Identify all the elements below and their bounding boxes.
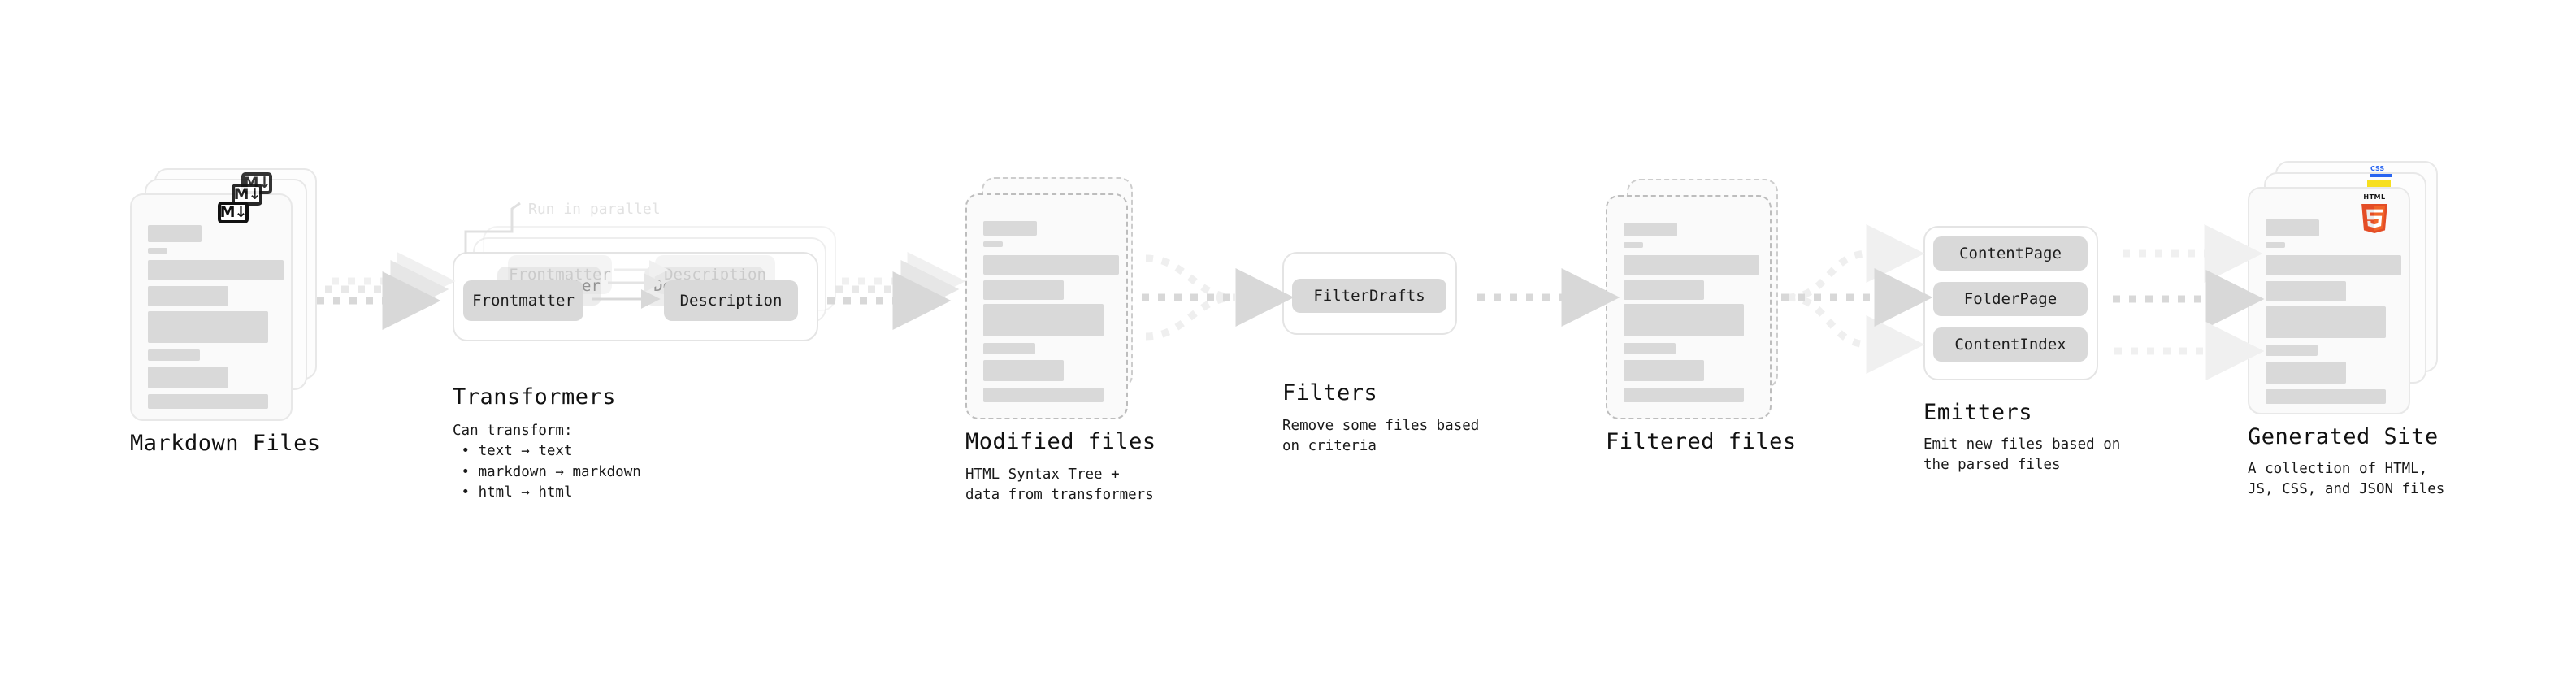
transformer-chip-frontmatter[interactable]: Frontmatter: [463, 280, 583, 321]
connector-md-to-transformers: [317, 252, 456, 330]
stage-title-filters: Filters: [1282, 380, 1378, 406]
skeleton-line: [2266, 362, 2346, 384]
skeleton-line: [983, 304, 1104, 336]
stage-title-generated-site: Generated Site: [2248, 424, 2439, 449]
stage-title-filtered-files: Filtered files: [1606, 429, 1797, 454]
html5-logo-icon: HTML: [2360, 193, 2389, 233]
skeleton-line: [148, 349, 200, 361]
skeleton-line: [148, 225, 202, 242]
filtered-card-front: [1606, 195, 1772, 419]
skeleton-line: [983, 280, 1064, 300]
skeleton-line: [1624, 223, 1677, 236]
skeleton-line: [148, 394, 268, 409]
skeleton-line: [1624, 242, 1643, 248]
connector-modified-to-filters: [1142, 254, 1295, 340]
stage-subtitle-modified-files: HTML Syntax Tree + data from transformer…: [965, 466, 1154, 504]
connector-filtered-to-emitters: [1781, 224, 1933, 374]
skeleton-line: [148, 286, 228, 306]
skeleton-line: [1624, 304, 1744, 336]
css3-text: CSS: [2370, 165, 2385, 172]
skeleton-line: [148, 248, 167, 254]
stage-title-emitters: Emitters: [1923, 400, 2033, 425]
skeleton-line: [983, 241, 1003, 247]
skeleton-line: [2266, 345, 2318, 356]
css3-logo-icon: CSS: [2370, 166, 2392, 179]
filter-chip-filterdrafts[interactable]: FilterDrafts: [1292, 279, 1446, 313]
modified-card-front: [965, 193, 1128, 419]
skeleton-line: [983, 388, 1104, 402]
stage-title-modified-files: Modified files: [965, 429, 1156, 454]
skeleton-line: [2266, 242, 2285, 248]
skeleton-line: [1624, 343, 1676, 354]
stage-subtitle-filters: Remove some files based on criteria: [1282, 418, 1480, 455]
run-in-parallel-annotation: Run in parallel: [528, 201, 661, 218]
markdown-badge-label: M↓: [219, 203, 248, 221]
skeleton-line: [2266, 219, 2319, 236]
skeleton-line: [983, 360, 1064, 381]
skeleton-line: [983, 255, 1119, 275]
skeleton-line: [2266, 306, 2386, 338]
emitter-chip-folderpage[interactable]: FolderPage: [1933, 282, 2088, 316]
css3-underline: [2370, 174, 2392, 177]
connector-transformers-to-modified: [827, 252, 966, 330]
skeleton-line: [1624, 255, 1759, 275]
markdown-badge-icon: M↓: [218, 202, 249, 223]
stage-title-transformers: Transformers: [453, 384, 617, 410]
stage-subtitle-transformers: Can transform: • text → text • markdown …: [453, 423, 641, 501]
skeleton-line: [148, 311, 268, 343]
markdown-card-front: [130, 193, 293, 421]
skeleton-line: [1624, 360, 1704, 381]
emitter-chip-contentpage[interactable]: ContentPage: [1933, 236, 2088, 271]
markdown-badge-label: M↓: [233, 185, 262, 203]
skeleton-line: [1624, 280, 1704, 300]
skeleton-line: [2266, 281, 2346, 301]
emitter-chip-contentindex[interactable]: ContentIndex: [1933, 327, 2088, 362]
skeleton-line: [2266, 389, 2386, 404]
skeleton-line: [2266, 255, 2401, 275]
skeleton-line: [983, 221, 1037, 236]
transformer-chip-description[interactable]: Description: [664, 280, 798, 321]
stage-subtitle-generated-site: A collection of HTML, JS, CSS, and JSON …: [2248, 461, 2445, 498]
connector-emitters-to-site: [2113, 224, 2265, 380]
skeleton-line: [148, 260, 284, 280]
skeleton-line: [983, 343, 1035, 354]
skeleton-line: [1624, 388, 1744, 402]
skeleton-line: [148, 367, 228, 388]
stage-title-markdown-files: Markdown Files: [130, 431, 321, 456]
stage-subtitle-emitters: Emit new files based on the parsed files: [1923, 436, 2121, 474]
